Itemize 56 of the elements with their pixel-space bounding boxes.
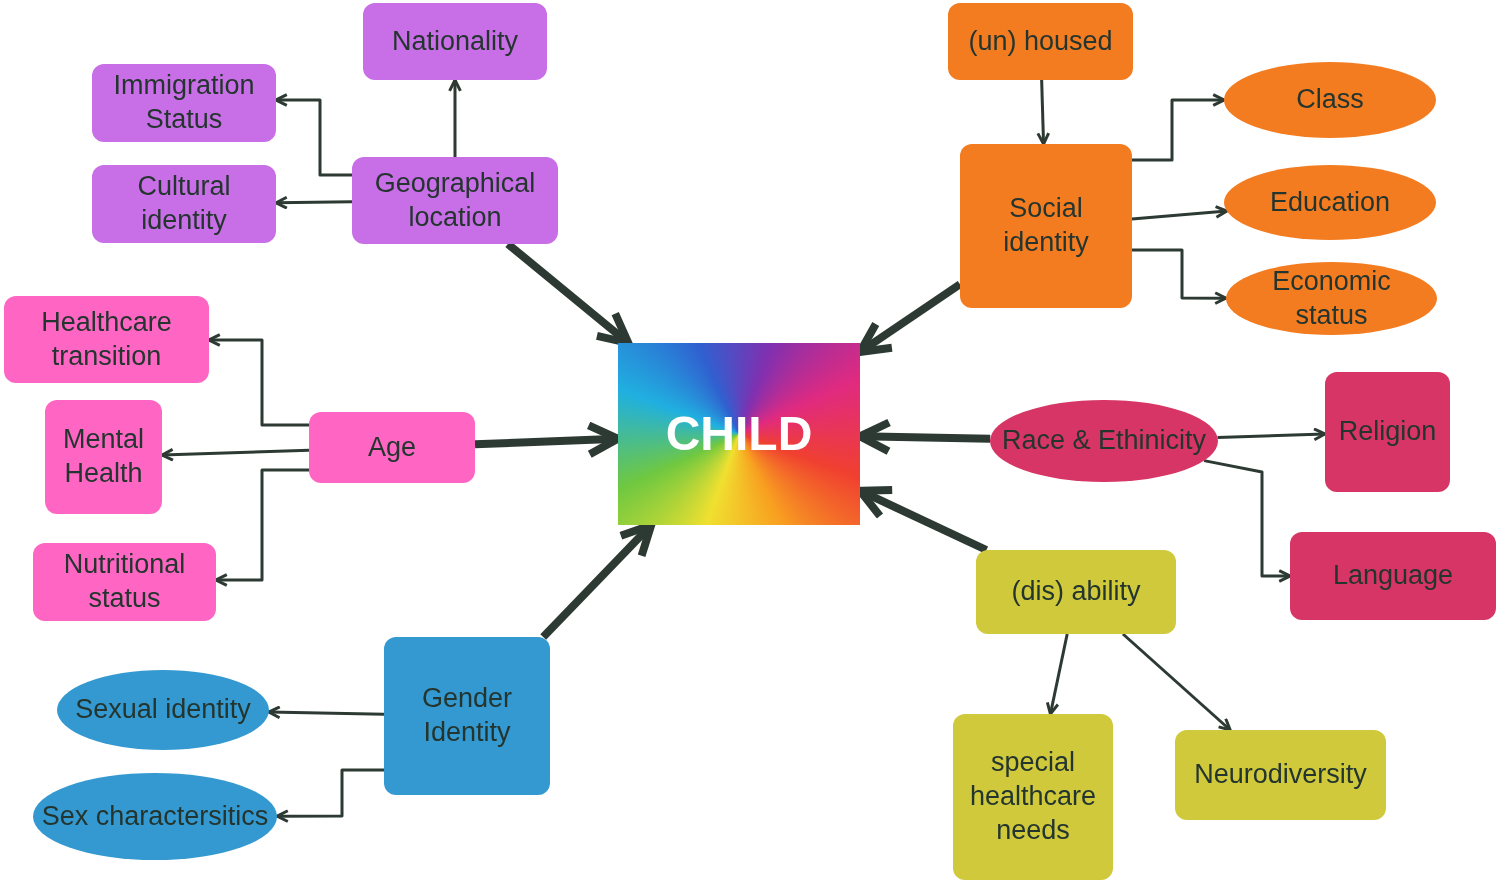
topic-box: [352, 157, 558, 244]
node-label: special healthcare needs: [968, 746, 1098, 847]
topic-box: [960, 144, 1132, 308]
arrow: [267, 705, 385, 720]
arrow: [1131, 205, 1229, 221]
topic-box: [45, 400, 162, 514]
node-label: Gender Identity: [420, 682, 514, 749]
arrow: [1203, 459, 1292, 583]
node-label: Nationality: [391, 24, 519, 58]
arrow: [448, 78, 462, 157]
arrow: [160, 447, 310, 462]
arrow: [207, 333, 309, 427]
node-label: (dis) ability: [1011, 575, 1141, 609]
node-label: Language: [1332, 559, 1454, 593]
topic-box: [4, 296, 209, 383]
topic-box: [1290, 532, 1496, 620]
arrow: [274, 93, 352, 177]
arrow: [1121, 632, 1232, 732]
arrow: [1036, 79, 1051, 146]
node-label: Education: [1269, 185, 1391, 219]
gradient-box: [618, 343, 860, 525]
node-label: Economic status: [1271, 264, 1392, 332]
node-label: (un) housed: [968, 24, 1113, 58]
node-label: Age: [367, 430, 416, 464]
arrow: [1045, 633, 1069, 716]
node-label: CHILD: [665, 406, 813, 462]
node-label: Geographical location: [373, 166, 537, 234]
arrow: [1217, 427, 1327, 442]
topic-box: [92, 64, 276, 142]
node-label: Nutritional status: [62, 548, 187, 615]
node-label: Cultural identity: [136, 170, 232, 237]
arrow: [275, 768, 384, 824]
arrow: [214, 468, 309, 587]
node-label: Class: [1296, 83, 1364, 117]
topic-box: [976, 550, 1176, 634]
topic-box: [1325, 372, 1450, 492]
topic-box: [363, 3, 547, 80]
node-label: Neurodiversity: [1194, 758, 1367, 792]
topic-box: [1175, 730, 1386, 820]
node-label: Sex charactersitics: [41, 799, 269, 833]
node-label: Mental Health: [61, 423, 145, 490]
node-label: Religion: [1338, 415, 1437, 449]
node-label: Sexual identity: [75, 693, 251, 727]
node-label: Race & Ethinicity: [1001, 424, 1207, 458]
node-label: Healthcare transition: [40, 305, 173, 373]
arrow: [274, 195, 353, 210]
node-label: Immigration Status: [112, 69, 256, 136]
arrow: [1132, 248, 1228, 305]
arrow: [1132, 93, 1226, 162]
topic-box: [953, 714, 1113, 880]
node-label: Social identity: [1002, 192, 1090, 259]
topic-box: [384, 637, 550, 795]
topic-box: [92, 165, 276, 243]
topic-box: [948, 3, 1133, 80]
topic-box: [33, 543, 216, 621]
topic-box: [309, 412, 475, 483]
